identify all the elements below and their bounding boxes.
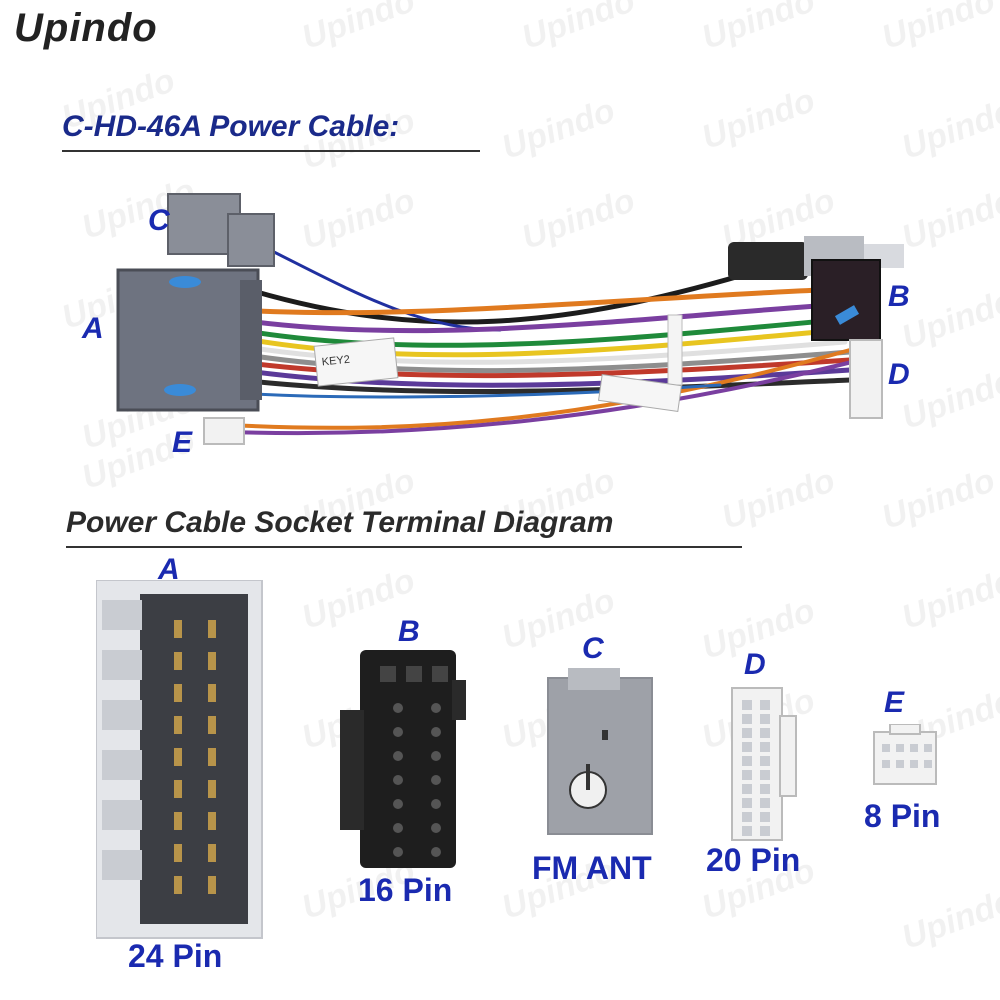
watermark-text: Upindo	[516, 0, 640, 57]
cable-label-a: A	[82, 312, 104, 345]
connector-e-letter: E	[884, 686, 905, 719]
connector-b-letter: B	[398, 615, 420, 648]
watermark-text: Upindo	[896, 91, 1000, 167]
connector-c-fm-ant-illustration	[547, 668, 653, 835]
connector-a-24pin-illustration	[96, 580, 263, 939]
diagram-title-rule	[66, 546, 742, 548]
diagram-title: Power Cable Socket Terminal Diagram	[66, 506, 614, 539]
connector-a-letter: A	[158, 553, 180, 586]
cable-label-e: E	[172, 426, 193, 459]
connector-e-8pin-illustration	[873, 724, 937, 785]
cable-label-d: D	[888, 358, 910, 391]
power-cable-illustration: KEY2	[116, 193, 904, 445]
watermark-text: Upindo	[296, 0, 420, 57]
cable-title: C-HD-46A Power Cable:	[62, 110, 400, 143]
watermark-text: Upindo	[896, 561, 1000, 637]
connector-b-caption: 16 Pin	[358, 872, 453, 908]
wire-tag-text: KEY2	[321, 354, 350, 369]
watermark-text: Upindo	[496, 91, 620, 167]
cable-label-c: C	[148, 204, 170, 237]
watermark-text: Upindo	[896, 881, 1000, 957]
connector-d-caption: 20 Pin	[706, 842, 801, 878]
connector-b-16pin-illustration	[340, 650, 466, 868]
watermark-text: Upindo	[696, 0, 820, 57]
cable-title-rule	[62, 150, 480, 152]
watermark-text: Upindo	[876, 0, 1000, 57]
connector-d-letter: D	[744, 648, 766, 681]
cable-label-b: B	[888, 280, 910, 313]
connector-d-20pin-illustration	[731, 687, 797, 841]
connector-a-caption: 24 Pin	[128, 938, 223, 974]
connector-c-caption: FM ANT	[532, 850, 652, 886]
connector-e-caption: 8 Pin	[864, 798, 941, 834]
brand-logo: Upindo	[14, 6, 158, 50]
watermark-text: Upindo	[696, 81, 820, 157]
connector-c-letter: C	[582, 632, 604, 665]
